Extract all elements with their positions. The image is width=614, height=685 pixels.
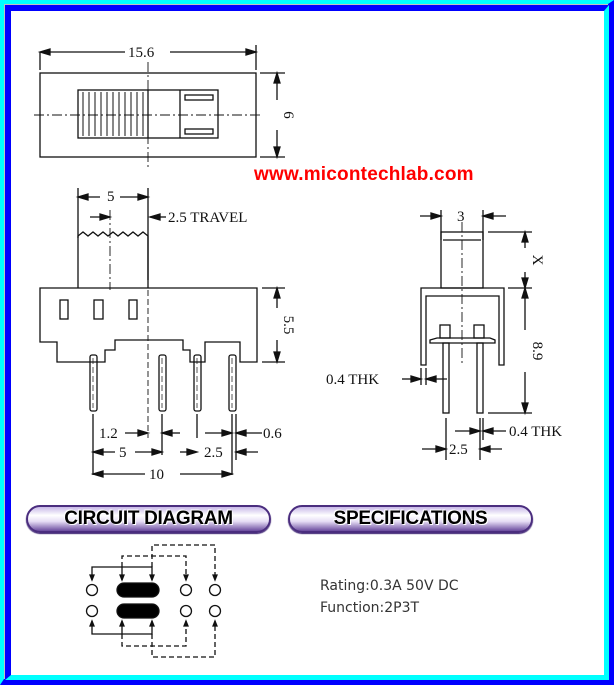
dim-pin-width: 0.6: [263, 426, 282, 442]
dim-pin-pitch: 5: [119, 445, 127, 461]
specifications-title: SPECIFICATIONS: [288, 505, 533, 533]
dim-top-width: 15.6: [128, 45, 155, 61]
dim-pin-thickness: 0.4 THK: [509, 424, 562, 440]
top-view: [34, 45, 285, 168]
circuit-diagram: [85, 544, 222, 658]
dim-travel: 2.5 TRAVEL: [168, 210, 247, 226]
front-view: [39, 188, 285, 478]
circuit-diagram-title: CIRCUIT DIAGRAM: [26, 505, 271, 533]
dim-side-pin-spacing: 2.5: [449, 442, 468, 458]
dim-top-height: 6: [280, 111, 296, 119]
spec-rating: Rating:0.3A 50V DC: [320, 578, 459, 594]
side-view: [402, 210, 532, 460]
dim-pin-offset: 1.2: [99, 426, 118, 442]
dim-side-body-height: 8.9: [529, 342, 545, 361]
spec-function: Function:2P3T: [320, 600, 420, 616]
dim-side-actuator-width: 3: [457, 209, 465, 225]
dim-side-x: X: [529, 255, 545, 266]
dim-frame-thickness: 0.4 THK: [326, 372, 379, 388]
dim-actuator-width: 5: [107, 189, 115, 205]
website-url[interactable]: www.micontechlab.com: [254, 164, 474, 185]
dim-pin-spacing: 2.5: [204, 445, 223, 461]
dim-body-height: 5.5: [280, 316, 296, 335]
dim-total-span: 10: [149, 467, 164, 483]
